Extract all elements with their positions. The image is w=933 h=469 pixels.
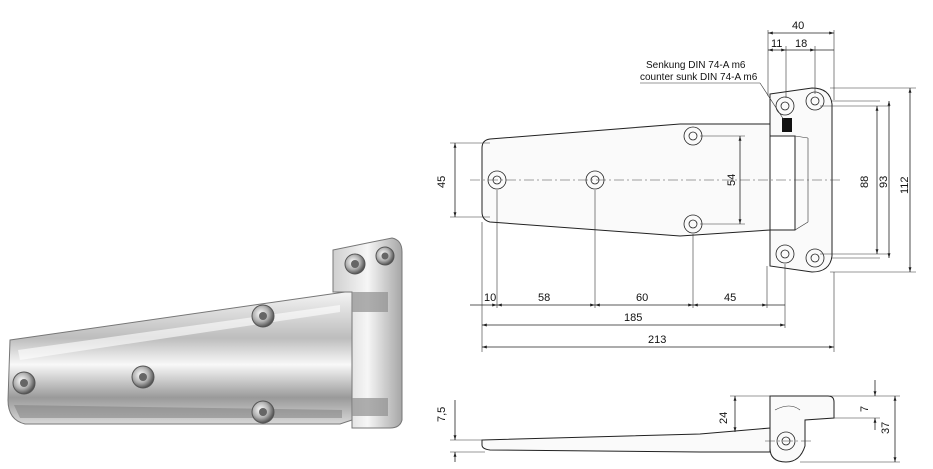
hinge-leaf	[332, 237, 403, 429]
side-leaf	[769, 395, 835, 463]
countersink-note: Senkung DIN 74-A m6 counter sunk DIN 74-…	[640, 60, 785, 121]
countersink-mark	[782, 118, 792, 132]
note-senkung: Senkung DIN 74-A m6	[646, 60, 746, 71]
hole-icon	[805, 248, 825, 268]
dim-24: 24	[718, 412, 730, 424]
hole-icon	[487, 170, 507, 190]
dim-60: 60	[636, 292, 648, 304]
dim-mid: 54	[700, 135, 745, 225]
dim-112: 112	[899, 176, 911, 194]
hinge-photo	[7, 237, 403, 429]
dim-185: 185	[624, 312, 642, 324]
dim-7-5: 7,5	[436, 407, 448, 422]
dim-37: 37	[880, 422, 892, 434]
dim-left: 45	[436, 142, 490, 218]
dim-10: 10	[484, 292, 496, 304]
hole-icon	[775, 96, 795, 116]
dim-bottom: 10 58 60 45 185 213	[470, 190, 835, 352]
top-view	[470, 87, 840, 273]
hole-icon	[775, 244, 795, 264]
side-strap	[481, 427, 771, 453]
note-counter-sunk: counter sunk DIN 74-A m6	[640, 72, 758, 83]
dim-88: 88	[859, 176, 871, 188]
dim-top: 40 11 18	[767, 20, 835, 100]
dim-18: 18	[795, 38, 807, 50]
dim-213: 213	[648, 334, 666, 346]
dim-40: 40	[792, 20, 804, 32]
dim-side: 7,5 24 7 37	[436, 380, 900, 463]
dim-45-bottom: 45	[724, 292, 736, 304]
hole-icon	[585, 170, 605, 190]
dim-11: 11	[771, 38, 782, 50]
dim-45-left: 45	[436, 176, 448, 188]
dim-54: 54	[726, 174, 738, 186]
side-view	[481, 395, 835, 463]
dim-right: 88 93 112	[820, 87, 916, 273]
dim-93: 93	[878, 176, 890, 188]
dim-58: 58	[538, 292, 550, 304]
dim-7: 7	[859, 406, 871, 412]
